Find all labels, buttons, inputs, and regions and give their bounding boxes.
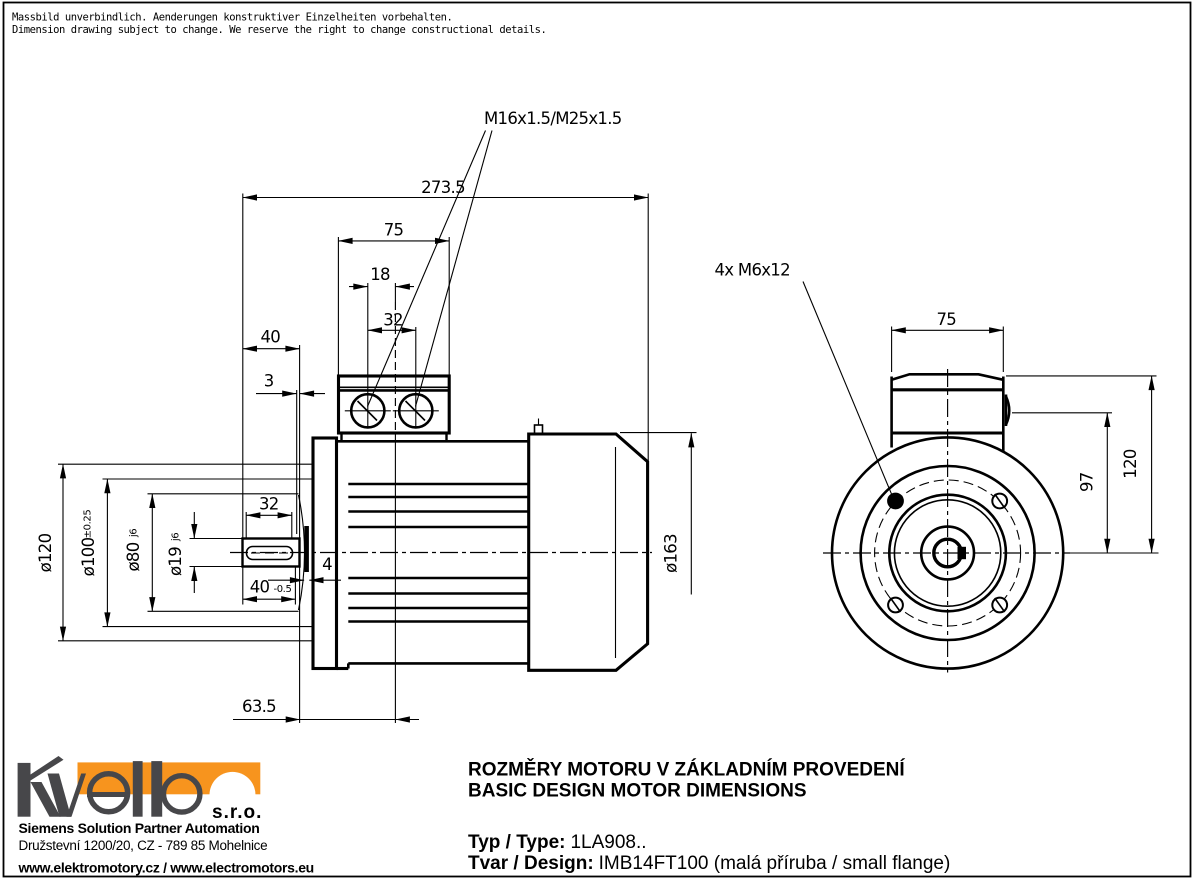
box-lid-top: [891, 373, 1004, 382]
connector-bulge: [1004, 395, 1011, 426]
bolt-hole-tr-tick: [994, 493, 1006, 509]
dim-gland-axis-label: 63.5: [242, 697, 276, 716]
side-view: M16x1.5/M25x1.5 273.5 75 18 32 40 3 ø120…: [36, 109, 697, 723]
title-czech: ROZMĚRY MOTORU V ZÁKLADNÍM PROVEDENÍ: [468, 759, 905, 781]
logo-letters: [17, 756, 203, 817]
dim-frame-dia-label: ø163: [662, 534, 681, 573]
dim-spigot-step-label: 4: [322, 555, 332, 574]
terminal-box-front: [890, 373, 1011, 452]
dim-total-length-label: 273.5: [421, 178, 465, 197]
cable-gland-label: M16x1.5/M25x1.5: [484, 109, 622, 128]
bolt-hole-br-tick: [994, 597, 1006, 613]
dim-bolt-circle-label: ø100: [79, 537, 98, 576]
logo-web-line: www.elektromotory.cz / www.electromotors…: [18, 860, 314, 876]
dim-bolt-circle-tol: ±0.25: [83, 510, 94, 539]
dim-shaft-length-tol: -0.5: [274, 584, 292, 595]
bolt-hole-tl: [887, 492, 904, 510]
dim-flange-dia-label: ø120: [36, 533, 55, 572]
dim-box-width-label: 75: [384, 221, 404, 240]
logo-address-line: Družstevní 1200/20, CZ - 789 85 Mohelnic…: [19, 838, 268, 853]
design-line: Tvar / Design:IMB14FT100 (malá příruba /…: [468, 853, 950, 874]
dim-shaft-dia-tol: j6: [171, 533, 182, 542]
logo-kvelb: s.r.o. Siemens Solution Partner Automati…: [18, 756, 314, 876]
dim-gland-offset-label: 18: [370, 265, 390, 284]
title-english: BASIC DESIGN MOTOR DIMENSIONS: [468, 781, 807, 802]
dim-shaft-length-label: 40: [250, 578, 270, 597]
dim-shaft-dia-label: ø19: [166, 547, 185, 576]
cooling-ribs: [348, 482, 529, 623]
dim-fbox-width-label: 75: [936, 310, 956, 329]
logo-suffix: s.r.o.: [212, 802, 262, 823]
dim-key-length-label: 32: [259, 495, 279, 514]
gland2-slash: [404, 400, 426, 422]
dim-spigot-gap-label: 3: [264, 372, 274, 391]
title-block: ROZMĚRY MOTORU V ZÁKLADNÍM PROVEDENÍ BAS…: [468, 759, 950, 875]
dim-shaft-length-top-label: 40: [260, 328, 280, 347]
flange-holes-label: 4x M6x12: [715, 261, 790, 280]
shaft-key: [957, 546, 966, 560]
type-line: Typ / Type:1LA908..: [468, 832, 647, 853]
bolt-hole-leader: [802, 281, 895, 501]
bolt-hole-bl-tick: [889, 597, 902, 613]
dim-spigot-dia-tol: j6: [129, 529, 140, 538]
terminal-box: [336, 374, 451, 442]
dim-spigot-dia-label: ø80: [124, 542, 143, 571]
dim-box-height-label: 120: [1121, 449, 1140, 479]
fan-cover: [527, 432, 650, 672]
flange-plate: [311, 436, 339, 671]
terminal-box-outline: [336, 374, 451, 435]
gland1-slash: [356, 400, 378, 422]
logo-partner-line: Siemens Solution Partner Automation: [19, 820, 260, 836]
gland1-leader: [366, 130, 487, 407]
gland2-leader: [414, 130, 493, 407]
logo-arch: [209, 771, 256, 795]
disclaimer-line1: Massbild unverbindlich. Aenderungen kons…: [12, 12, 452, 24]
flange-bolt-holes: [887, 492, 1009, 614]
disclaimer-line2: Dimension drawing subject to change. We …: [12, 24, 546, 36]
front-view: 4x M6x12 75 120 97: [715, 261, 1159, 673]
dim-gland-spacing-label: 32: [383, 311, 403, 330]
dim-connector-height-label: 97: [1078, 472, 1097, 492]
